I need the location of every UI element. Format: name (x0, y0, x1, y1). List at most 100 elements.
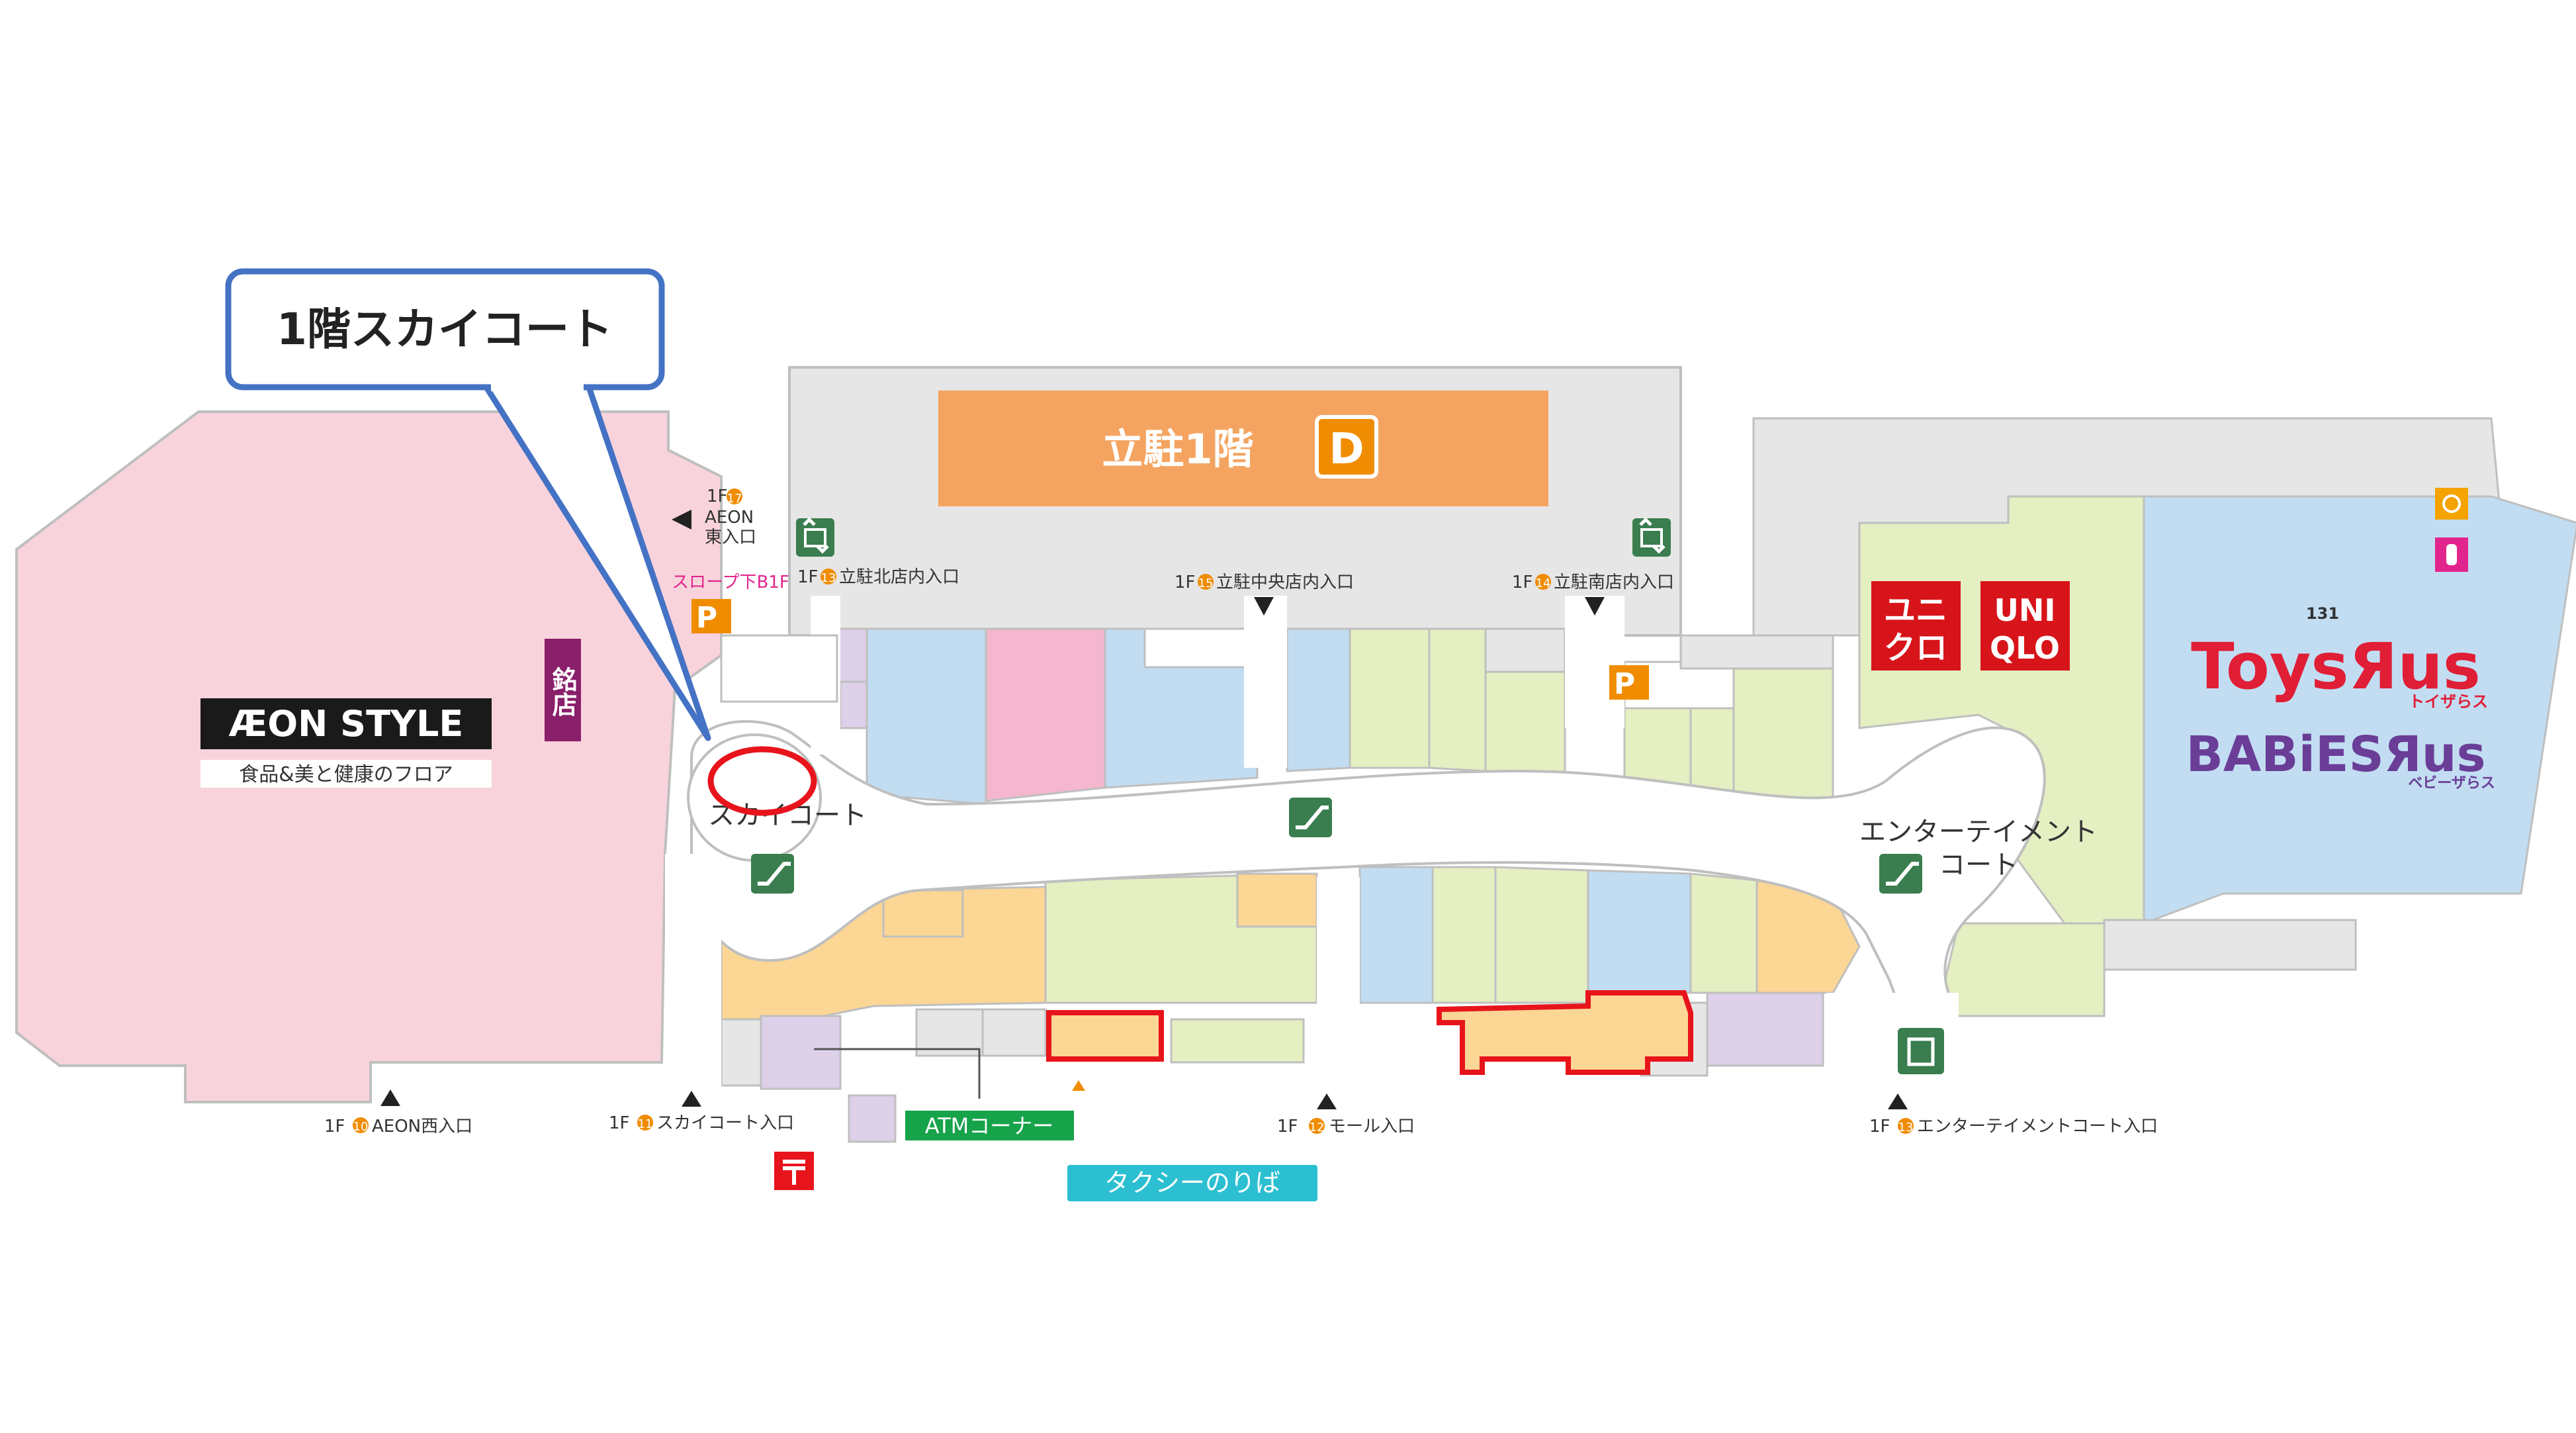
svg-text:スカイコート入口: スカイコート入口 (656, 1113, 794, 1133)
elevator-icon (1898, 1028, 1944, 1074)
store (720, 1018, 762, 1087)
entrance-parking-south: 1F 14 立駐南店内入口 (1512, 573, 1674, 616)
store (1689, 872, 1758, 994)
svg-text:P: P (696, 601, 717, 635)
corridor-mid (1317, 877, 1360, 1089)
entrance-mall: 1F 12 モール入口 (1277, 1093, 1415, 1136)
uniqlo-jp-top: ユニ (1884, 592, 1947, 629)
slope-label: スロープ下B1F (672, 573, 789, 592)
callout-seam-cover (491, 381, 584, 391)
store (1494, 866, 1589, 1004)
svg-text:14: 14 (1536, 577, 1551, 590)
store (1143, 627, 1259, 669)
store (839, 680, 871, 729)
parking-badge-box (1315, 415, 1378, 479)
store (1484, 670, 1566, 786)
aeon-sub-label: 食品&美と健康のフロア (239, 763, 453, 786)
store (985, 627, 1106, 802)
parking-icon: P (1609, 665, 1649, 701)
svg-text:1F: 1F (707, 486, 728, 506)
svg-text:13: 13 (821, 571, 836, 585)
svg-text:1F: 1F (609, 1113, 630, 1133)
toys-r-us-store (2143, 495, 2576, 925)
store (1428, 627, 1487, 772)
sky-court (687, 733, 822, 862)
store (1484, 627, 1566, 673)
parking-icon: P (691, 599, 731, 635)
main-corridor (690, 719, 2046, 1007)
store (1349, 627, 1431, 769)
store (1679, 634, 1834, 670)
entrance-parking-north: 1F 13 立駐北店内入口 (797, 567, 959, 587)
store (915, 1008, 984, 1057)
aeon-anchor-area (15, 410, 723, 1103)
entrance-sky-court: 1F 11 スカイコート入口 (609, 1091, 794, 1133)
svg-text:1F: 1F (1175, 573, 1196, 592)
svg-text:立駐南店内入口: 立駐南店内入口 (1554, 573, 1674, 592)
post-office-icon (774, 1152, 814, 1190)
svg-text:立駐北店内入口: 立駐北店内入口 (839, 567, 959, 587)
uniqlo-en-top: UNI (1994, 592, 2056, 628)
svg-text:モール入口: モール入口 (1329, 1117, 1415, 1136)
atm-label: ATMコーナー (925, 1113, 1054, 1138)
aeon-sub-box (200, 760, 492, 788)
svg-text:1F: 1F (797, 567, 819, 587)
escalator-icon (1289, 798, 1332, 837)
store (1236, 872, 1318, 928)
escalator-icon (751, 854, 794, 894)
store (1358, 866, 1434, 1004)
uniqlo-logo-en (1980, 581, 2070, 670)
svg-text:P: P (1614, 667, 1635, 701)
wheelchair-icon (2435, 488, 2468, 520)
parking-label-box (938, 391, 1548, 506)
svg-text:1F: 1F (1277, 1117, 1298, 1136)
store (1587, 869, 1692, 994)
svg-text:1F: 1F (324, 1117, 345, 1136)
meiten-label: 銘店 (548, 667, 577, 717)
uniqlo-en-bottom: QLO (1990, 630, 2060, 666)
store (1706, 992, 1824, 1067)
entertainment-court-line2: コート (1939, 850, 2018, 880)
svg-text:立駐中央店内入口: 立駐中央店内入口 (1216, 573, 1354, 592)
svg-text:10: 10 (353, 1120, 369, 1134)
store (836, 627, 868, 683)
uniqlo-jp-bottom: クロ (1884, 629, 1947, 667)
corridor-aeon-link (720, 634, 838, 703)
toys-sub: トイザらス (2409, 692, 2488, 711)
store (1170, 1018, 1305, 1064)
parking-badge: D (1329, 425, 1364, 474)
taxi-label: タクシーのりば (1104, 1168, 1280, 1197)
taxi-box (1067, 1165, 1317, 1201)
store (981, 1008, 1047, 1057)
svg-text:17: 17 (727, 492, 742, 506)
baby-bottle-icon (2435, 537, 2468, 572)
meiten-box (545, 639, 581, 741)
svg-text:AEON: AEON (705, 508, 754, 528)
sky-court-highlight (707, 746, 817, 816)
svg-text:11: 11 (638, 1117, 653, 1131)
svg-text:エンターテイメントコート入口: エンターテイメントコート入口 (1917, 1117, 2158, 1136)
svg-text:東入口: 東入口 (705, 528, 756, 547)
store (1431, 866, 1497, 1004)
toys-logo: ToysЯus (2191, 629, 2481, 704)
svg-text:15: 15 (1198, 577, 1214, 590)
toys-number: 131 (2306, 604, 2339, 623)
elevator-icon (1632, 517, 1671, 557)
entrance-parking-central: 1F 15 立駐中央店内入口 (1175, 573, 1354, 616)
entrance-aeon-east: 1F 17 AEON 東入口 (672, 486, 756, 547)
store (1941, 922, 2106, 1017)
store (760, 1015, 842, 1090)
highlighted-store (1437, 990, 1693, 1075)
entertainment-court-line1: エンターテイメント (1859, 817, 2098, 847)
atm-arrow (1072, 1080, 1085, 1091)
escalator-icon (1879, 854, 1922, 894)
svg-text:1F: 1F (1869, 1117, 1890, 1136)
elevator-icon (796, 517, 834, 557)
svg-text:AEON西入口: AEON西入口 (372, 1117, 472, 1136)
babies-logo: BABiESЯus (2186, 726, 2486, 783)
store (882, 889, 964, 938)
svg-text:12: 12 (1310, 1121, 1325, 1134)
svg-text:13: 13 (1898, 1121, 1914, 1134)
